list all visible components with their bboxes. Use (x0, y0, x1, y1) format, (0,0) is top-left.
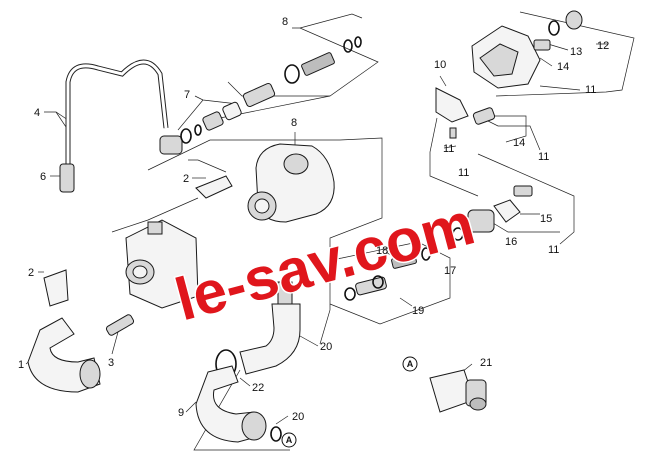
part-8-set (242, 36, 362, 108)
callout-16: 16 (505, 236, 517, 248)
pump-head (247, 143, 335, 223)
callout-19: 19 (412, 305, 424, 317)
clip-2-lower (43, 269, 69, 307)
callout-12: 12 (597, 40, 609, 52)
svg-text:A: A (407, 359, 414, 369)
callout-11: 11 (458, 167, 469, 179)
callout-11: 11 (548, 244, 559, 256)
callout-11: 11 (538, 151, 549, 163)
callout-8: 8 (291, 117, 297, 129)
connector-20-upper (239, 281, 301, 375)
pipe-clip (159, 135, 183, 155)
callout-13: 13 (570, 46, 582, 58)
callout-11: 11 (443, 143, 454, 155)
svg-text:A: A (286, 435, 293, 445)
callout-3: 3 (108, 357, 114, 369)
valve-block-11 (471, 25, 551, 89)
valve-14 (472, 107, 496, 125)
callout-4: 4 (34, 107, 40, 119)
callout-21: 21 (480, 357, 492, 369)
callout-18: 18 (376, 245, 388, 257)
callout-10: 10 (434, 59, 446, 71)
callout-labels: 8 7 4 6 8 2 2 1 3 9 20 22 20 10 11 12 13… (18, 16, 609, 423)
connection-badge-a-1: A (402, 356, 418, 372)
callout-17: 17 (444, 265, 456, 277)
fitting-6 (59, 163, 75, 193)
callout-14: 14 (557, 61, 569, 73)
callout-9: 9 (178, 407, 184, 419)
callout-2: 2 (183, 173, 189, 185)
callout-2: 2 (28, 267, 34, 279)
callout-8: 8 (282, 16, 288, 28)
connection-badge-a-2: A (281, 432, 297, 448)
parts (27, 10, 583, 443)
part-7-set (180, 101, 242, 144)
hose-pipe (65, 59, 169, 170)
callout-6: 6 (40, 171, 46, 183)
callout-20: 20 (320, 341, 332, 353)
seal-10 (435, 87, 469, 123)
callout-11: 11 (585, 84, 596, 96)
screw-3 (105, 314, 135, 336)
housing-block (125, 219, 199, 309)
ring-13 (548, 20, 560, 36)
valve-17-18-19 (344, 247, 431, 301)
clip-2-upper (195, 175, 233, 199)
callout-15: 15 (540, 213, 552, 225)
cap-12 (565, 10, 583, 30)
callout-7: 7 (184, 89, 190, 101)
valve-15-16 (452, 185, 533, 241)
watermark-logo: le-sav.com (169, 190, 482, 334)
callout-1: 1 (18, 359, 24, 371)
callout-14: 14 (513, 137, 525, 149)
callout-20: 20 (292, 411, 304, 423)
callout-22: 22 (252, 382, 264, 394)
coupling-21 (429, 369, 487, 413)
